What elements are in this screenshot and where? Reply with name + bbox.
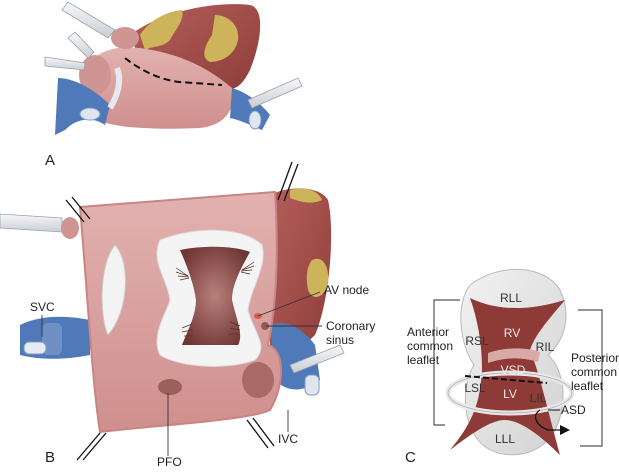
- cannula: [44, 56, 86, 71]
- anterior-label-line3: leaflet: [407, 353, 440, 367]
- ril-label: RIL: [536, 340, 555, 354]
- tourniquet-band: [107, 66, 123, 110]
- cannula: [247, 77, 303, 109]
- lil-label: LIL: [530, 391, 547, 405]
- incision-line: [124, 57, 223, 86]
- fat-patch: [290, 188, 322, 203]
- panel-b: SVC PFO IVC AV node Coronary sinus B: [0, 161, 375, 469]
- coronary-sinus-marker: [261, 322, 269, 330]
- svc-orifice-rim: [101, 244, 126, 336]
- posterior-label-line2: common: [571, 365, 617, 379]
- rv-label: RV: [504, 326, 520, 340]
- panel-b-letter: B: [45, 449, 55, 466]
- cut-marks: [65, 161, 299, 461]
- pfo-marker: [158, 379, 182, 395]
- vessel-clamp: [248, 110, 262, 130]
- svc-label: SVC: [30, 300, 55, 314]
- vessel-clamp: [304, 374, 320, 396]
- cannula: [61, 1, 116, 39]
- fat-patch: [306, 258, 329, 297]
- anterior-label-line1: Anterior: [407, 325, 449, 339]
- av-node-label: AV node: [324, 283, 369, 297]
- cannula: [0, 213, 63, 233]
- fat-patch: [204, 15, 239, 62]
- leader-lines: [41, 291, 322, 456]
- coronary-sinus-label-line1: Coronary: [326, 319, 375, 333]
- lsl-label: LSL: [464, 381, 486, 395]
- cannula: [289, 344, 345, 374]
- chordae: [175, 261, 255, 337]
- pfo-label: PFO: [157, 455, 182, 469]
- valve-ring-outline: [447, 372, 573, 414]
- lv-label: LV: [503, 387, 517, 401]
- asd-arrow: [534, 409, 565, 431]
- leaflet-brackets: [433, 299, 603, 447]
- vsd-label: VSD: [501, 363, 526, 377]
- vessel-clamp: [79, 107, 101, 121]
- rsl-label: RSL: [465, 334, 489, 348]
- asd-label: ASD: [561, 403, 586, 417]
- fat-patch: [140, 10, 183, 50]
- right-atrium: [85, 47, 233, 129]
- ventricular-cavity: [180, 246, 250, 345]
- lll-label: LLL: [495, 432, 515, 446]
- vsd-band: [488, 348, 540, 363]
- ventricle-muscle: [270, 188, 332, 352]
- septal-dashed-line: [464, 375, 548, 384]
- atrial-appendage: [61, 217, 79, 239]
- asd-arrowhead: [560, 425, 570, 435]
- anterior-label-line2: common: [407, 339, 453, 353]
- atrial-appendage: [111, 27, 139, 49]
- ivc-orifice: [242, 362, 274, 398]
- panel-a-letter: A: [45, 152, 55, 169]
- posterior-label-line3: leaflet: [571, 379, 604, 393]
- panel-c-letter: C: [405, 449, 416, 466]
- rll-label: RLL: [500, 291, 522, 305]
- cannula: [67, 31, 95, 59]
- panel-a: A: [44, 1, 303, 169]
- coronary-sinus-label-line2: sinus: [326, 333, 354, 347]
- ivc-label: IVC: [278, 432, 298, 446]
- ivc-vessel: [270, 323, 320, 390]
- posterior-label-line1: Posterior: [571, 351, 619, 365]
- vessel-clamp: [23, 341, 47, 355]
- panel-c: RLL RSL RIL LSL LIL LLL RV VSD LV Anteri…: [405, 268, 619, 466]
- vessel-clamp: [42, 323, 62, 355]
- svc-vessel: [55, 78, 110, 135]
- atrial-appendage: [79, 55, 111, 95]
